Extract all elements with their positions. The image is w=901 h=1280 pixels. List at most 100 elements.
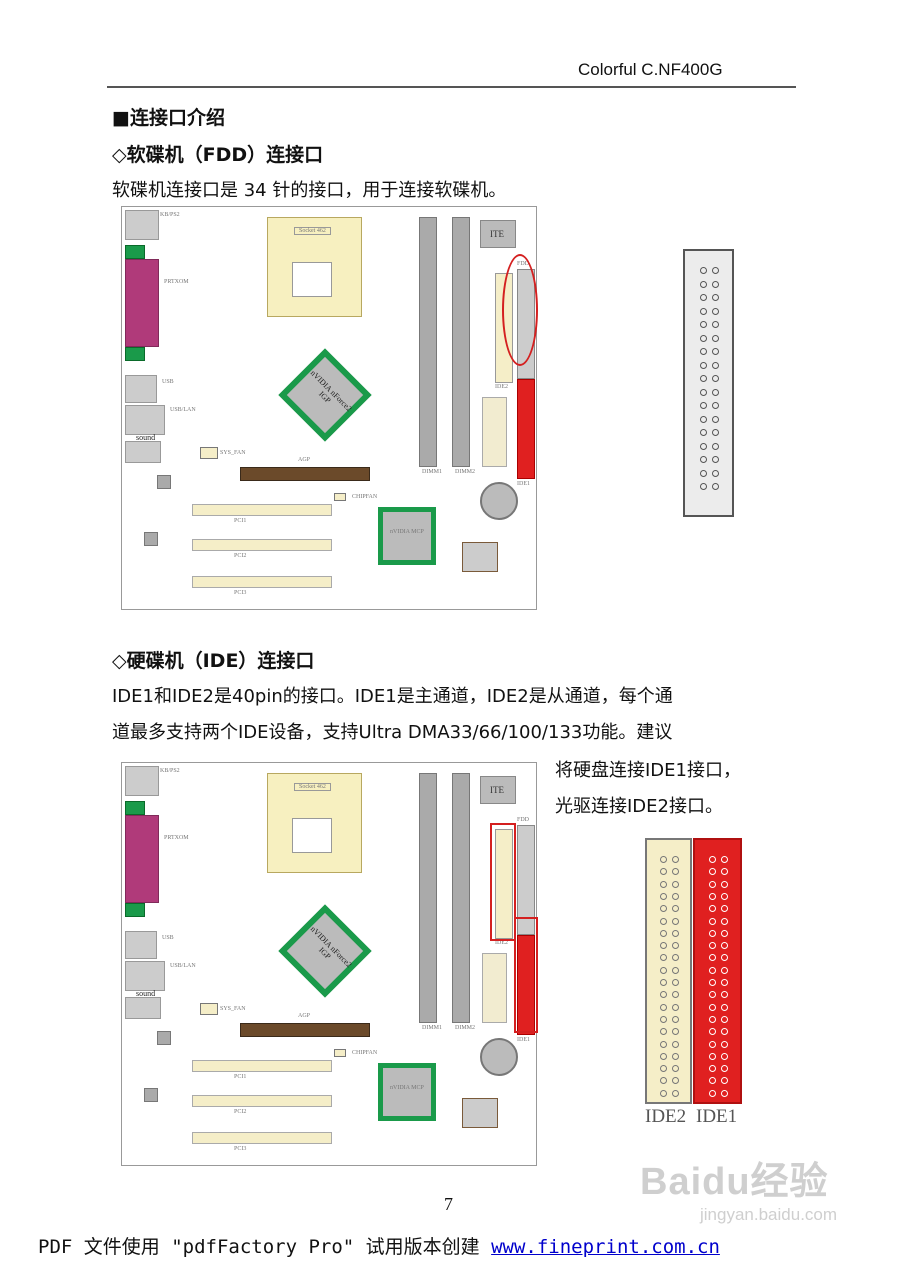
label-usblan: USB/LAN [170, 963, 196, 969]
chipfan-header [334, 493, 346, 501]
connector-pin [671, 1052, 679, 1060]
connector-pin [699, 429, 707, 436]
label-pci3: PCI3 [234, 590, 247, 596]
connector-pin [720, 892, 728, 900]
label-chip-south: nVIDIA MCP [390, 1085, 424, 1091]
label-dimm1: DIMM1 [422, 469, 443, 475]
cpu-socket-center [292, 262, 332, 297]
label-kbps2: KB/PS2 [160, 212, 180, 218]
connector-pin [699, 388, 707, 396]
connector-pin [708, 966, 716, 974]
battery [480, 1038, 518, 1076]
connector-pin [659, 917, 667, 925]
usb-lan-port [125, 405, 165, 435]
connector-pin [711, 280, 719, 288]
connector-pin [708, 991, 716, 999]
label-sound: sound [136, 989, 156, 998]
usb-lan-port [125, 961, 165, 991]
page-number: 7 [444, 1194, 453, 1214]
connector-pin [659, 892, 667, 900]
ide-description-line2: 道最多支持两个IDE设备，支持Ultra DMA33/66/100/133功能。… [112, 722, 673, 743]
connector-pin [699, 402, 707, 409]
connector-pin [711, 348, 719, 355]
connector-pin [720, 880, 728, 888]
connector-pin [720, 1077, 728, 1085]
ite-chip [480, 220, 516, 248]
connector-pin [659, 1077, 667, 1085]
vga-port-top [125, 245, 145, 259]
dimm-slot-1 [419, 217, 437, 467]
connector-pin [659, 954, 667, 962]
connector-pin [720, 905, 728, 913]
usb-port [125, 931, 157, 959]
connector-pin [699, 361, 707, 369]
small-chip-1 [157, 475, 171, 489]
connector-pin [659, 856, 667, 863]
connector-pin [671, 880, 679, 888]
vga-port-bottom [125, 903, 145, 917]
ide2-header [495, 829, 513, 939]
sys-fan-header [200, 1003, 218, 1015]
label-pci2: PCI2 [234, 553, 247, 559]
connector-pin [659, 868, 667, 876]
bios-chip [462, 542, 498, 572]
connector-pin [699, 280, 707, 288]
header-rule [107, 86, 796, 88]
label-usb: USB [162, 935, 174, 941]
cpu-socket-center [292, 818, 332, 853]
atx-power [482, 397, 507, 467]
connector-pin [711, 307, 719, 315]
label-pci2: PCI2 [234, 1109, 247, 1115]
connector-pin [699, 321, 707, 328]
connector-pin [659, 1065, 667, 1073]
connector-pin [708, 1089, 716, 1097]
section-title: ■连接口介绍 [112, 107, 225, 129]
connector-pin [671, 868, 679, 876]
connector-pin [671, 1028, 679, 1036]
label-agp: AGP [298, 1013, 311, 1019]
footer-text: PDF 文件使用 "pdfFactory Pro" 试用版本创建 [38, 1236, 492, 1258]
label-socket: Socket 462 [294, 783, 331, 791]
connector-pin [711, 456, 719, 463]
small-chip-2 [144, 1088, 158, 1102]
footer-link[interactable]: www.fineprint.com.cn [491, 1236, 720, 1258]
small-chip-2 [144, 532, 158, 546]
connector-pin [659, 929, 667, 937]
connector-pin [699, 415, 707, 423]
audio-port [125, 997, 161, 1019]
connector-pin [711, 429, 719, 436]
connector-pin [671, 954, 679, 962]
connector-pin [708, 892, 716, 900]
connector-pin [671, 991, 679, 999]
connector-pin [711, 483, 719, 490]
label-kbps2: KB/PS2 [160, 768, 180, 774]
connector-pin [699, 456, 707, 463]
label-pci1: PCI1 [234, 518, 247, 524]
connector-pin [720, 929, 728, 937]
label-ide1: IDE1 [517, 1037, 530, 1043]
header-product-name: Colorful C.NF400G [578, 60, 723, 79]
connector-pin [711, 321, 719, 328]
label-pci1: PCI1 [234, 1074, 247, 1080]
label-fdd: FDD [517, 817, 530, 823]
connector-pin [671, 905, 679, 913]
connector-pin [699, 469, 707, 477]
ide-description-line3: 将硬盘连接IDE1接口， [555, 760, 741, 781]
connector-pin [711, 469, 719, 477]
connector-pin [720, 966, 728, 974]
connector-pin [671, 979, 679, 986]
connector-pin [659, 1052, 667, 1060]
dimm-slot-1 [419, 773, 437, 1023]
connector-pin [708, 868, 716, 876]
parallel-port [125, 815, 159, 903]
agp-slot [240, 467, 370, 481]
connector-pin [699, 294, 707, 301]
connector-pin [659, 966, 667, 974]
label-ite: ITE [490, 785, 504, 795]
ps2-port [125, 210, 159, 240]
ide2-connector-diagram [645, 838, 692, 1104]
watermark-brand: Baidu经验 [640, 1161, 829, 1203]
fdd-connector-diagram [683, 249, 734, 517]
ite-chip [480, 776, 516, 804]
